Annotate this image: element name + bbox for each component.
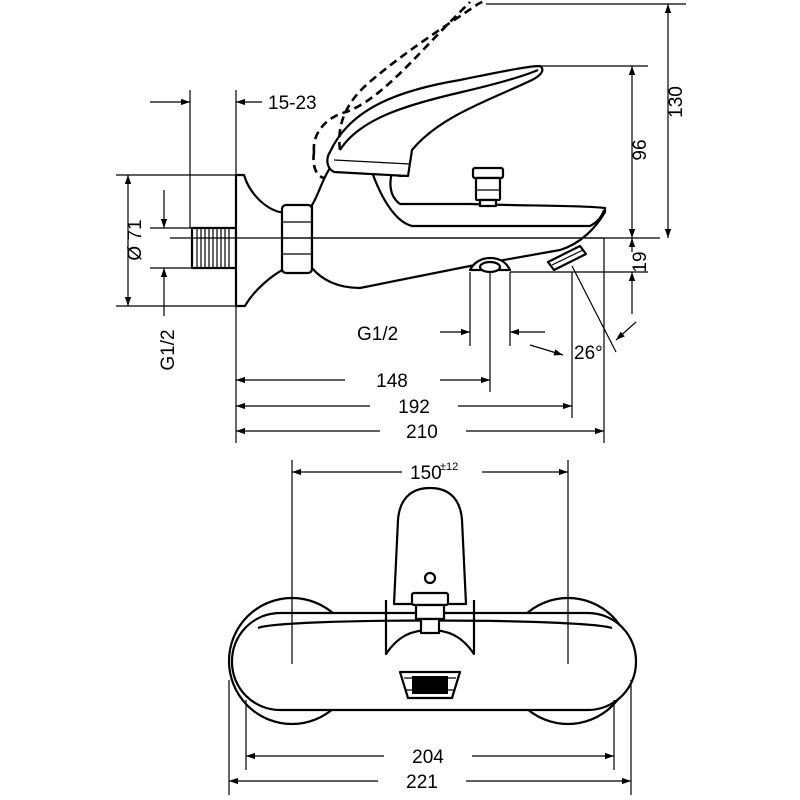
dim-total-depth: 210 bbox=[406, 422, 438, 443]
dim-total-width: 221 bbox=[406, 772, 438, 793]
dim-spout-distance: 192 bbox=[398, 397, 430, 418]
dim-spout-drop: 19 bbox=[630, 251, 651, 272]
dim-outlet-thread: G1/2 bbox=[357, 324, 398, 345]
diverter-knob bbox=[471, 166, 505, 208]
dim-height-lever: 96 bbox=[630, 139, 651, 160]
dim-height-total: 130 bbox=[666, 86, 687, 118]
mixer-body bbox=[310, 166, 607, 290]
front-diverter bbox=[410, 591, 450, 635]
dim-flange-diameter: Ø 71 bbox=[125, 219, 146, 260]
spout-outlet bbox=[546, 244, 588, 272]
dim-spout-angle: 26° bbox=[574, 343, 603, 364]
lever-open-position bbox=[312, 0, 487, 180]
dim-outlet-distance: 148 bbox=[376, 371, 408, 392]
dim-body-width: 204 bbox=[412, 747, 444, 768]
dim-centers: 150 bbox=[410, 463, 442, 484]
front-view: 150 ±12 204 221 bbox=[227, 460, 638, 795]
dim-inlet-thread: G1/2 bbox=[158, 329, 179, 370]
side-view: 15-23 Ø 71 G1/2 130 96 19 G1/2 bbox=[116, 0, 687, 443]
inlet-connector bbox=[190, 226, 238, 270]
outlet-aerator bbox=[468, 256, 512, 274]
hex-nut bbox=[280, 203, 314, 275]
dim-centers-tolerance: ±12 bbox=[440, 461, 458, 473]
dim-wall-offset: 15-23 bbox=[268, 93, 317, 114]
front-outlet bbox=[398, 670, 462, 700]
front-lever bbox=[392, 486, 468, 606]
lever-handle bbox=[326, 64, 544, 178]
wall-flange bbox=[234, 173, 288, 308]
